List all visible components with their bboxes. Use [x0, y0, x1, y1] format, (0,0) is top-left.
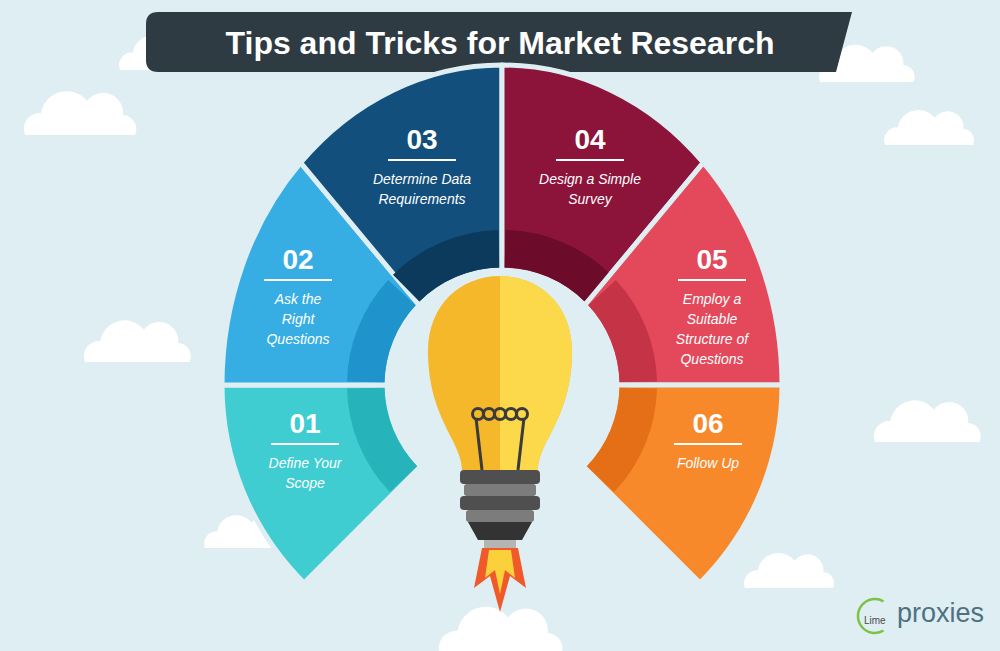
segment-node: 06Follow Up: [580, 382, 785, 586]
step-text: Design a Simple Survey: [538, 169, 642, 209]
step-number: 06: [674, 408, 741, 445]
segment-inner-band: [587, 388, 657, 492]
step-number: 05: [678, 244, 745, 281]
cloud: [84, 320, 191, 362]
segment-text: 05Employ a Suitable Structure of Questio…: [664, 244, 760, 369]
segment-text: 02Ask the Right Questions: [258, 244, 338, 349]
logo-word-box: proxies: [897, 597, 984, 629]
step-text: Define Your Scope: [255, 453, 355, 493]
step-text: Follow Up: [658, 453, 758, 473]
segment-text: 04Design a Simple Survey: [538, 124, 642, 209]
clouds: [24, 35, 981, 651]
lightbulb: [428, 276, 572, 612]
step-number: 03: [388, 124, 455, 161]
segment-fill: [222, 385, 421, 583]
cloud: [884, 110, 974, 145]
step-text: Determine Data Requirements: [362, 169, 482, 209]
segment-text: 06Follow Up: [658, 408, 758, 473]
step-text: Employ a Suitable Structure of Questions: [664, 289, 760, 369]
segment-fill: [585, 163, 782, 385]
segment-fill: [583, 385, 782, 583]
smoke-cloud: [439, 607, 563, 651]
segment-text: 01Define Your Scope: [255, 408, 355, 493]
step-number: 02: [264, 244, 331, 281]
segment-inner-band: [347, 280, 416, 382]
bulb-cap: [468, 522, 532, 540]
segment-text: 03Determine Data Requirements: [362, 124, 482, 209]
bulb-glass: [428, 276, 572, 470]
rocket-flame-core: [485, 550, 515, 594]
bulb-highlight: [500, 276, 572, 470]
logo-small-word-box: Lime: [864, 610, 886, 628]
segment-shape: [580, 382, 785, 586]
segment-inner-band: [393, 230, 499, 302]
segment-inner-band: [347, 388, 417, 492]
cloud: [744, 553, 834, 588]
title-text: Tips and Tricks for Market Research: [226, 25, 775, 61]
cloud: [24, 91, 137, 135]
logo-small-word: Lime: [864, 615, 886, 626]
segment-node: 01Define Your Scope: [219, 381, 424, 586]
filament-coil: [484, 409, 495, 420]
bulb-base: [460, 470, 540, 484]
filament-wire: [476, 418, 482, 470]
logo-word: proxies: [897, 598, 984, 628]
bulb-base: [464, 484, 536, 496]
title-box: Tips and Tricks for Market Research: [150, 24, 850, 62]
rocket-nozzle: [484, 540, 516, 548]
segment-fill: [301, 65, 502, 305]
step-number: 01: [271, 408, 338, 445]
rocket-flame: [474, 548, 526, 612]
filament-coil: [506, 409, 517, 420]
filament-coil: [517, 409, 528, 420]
filament: [473, 409, 528, 471]
segment-inner-band: [588, 280, 657, 382]
bulb-base: [466, 510, 534, 522]
filament-coil: [473, 409, 484, 420]
cloud: [874, 400, 981, 442]
filament-wire: [518, 418, 524, 470]
filament-coil: [495, 409, 506, 420]
bulb-base: [460, 496, 540, 510]
step-number: 04: [556, 124, 623, 161]
step-text: Ask the Right Questions: [258, 289, 338, 349]
segment-node: 03Determine Data Requirements: [297, 62, 505, 309]
